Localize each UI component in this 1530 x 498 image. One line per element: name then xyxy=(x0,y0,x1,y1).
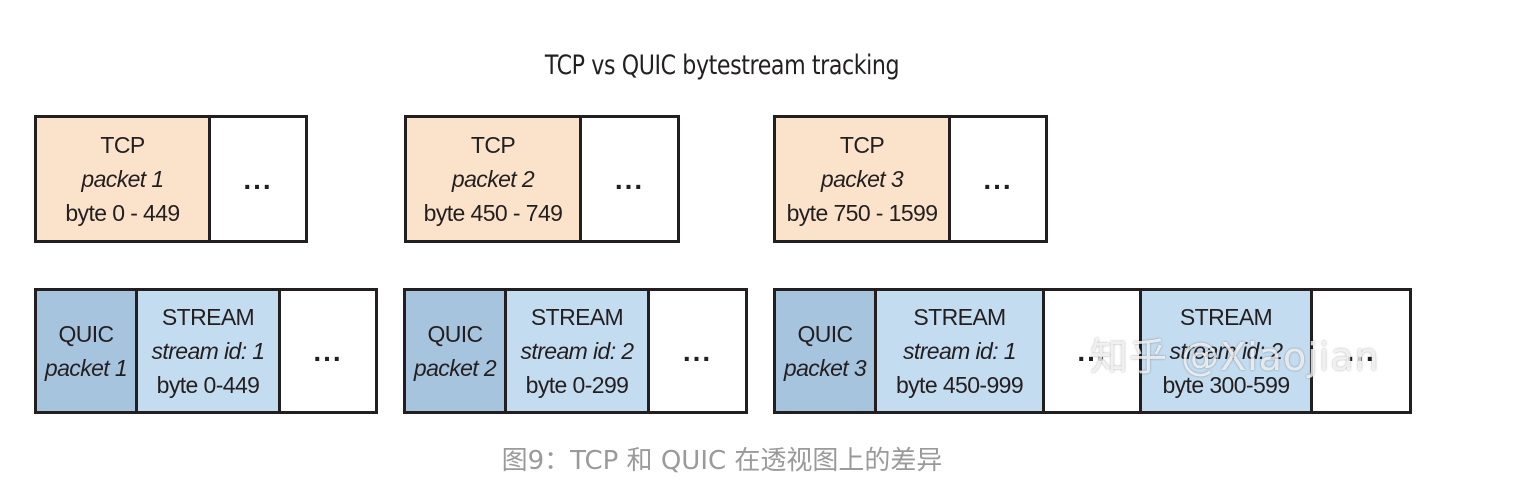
tcp-packet-1-bytes: byte 0 - 449 xyxy=(65,200,180,226)
stream-frame-label: STREAM xyxy=(1179,304,1273,330)
stream-frame-bytes: byte 0-449 xyxy=(156,372,260,398)
quic-packet-1-label: QUIC xyxy=(58,321,114,347)
tcp-packet-2-label: TCP xyxy=(470,132,516,158)
quic-packet-2-number: packet 2 xyxy=(413,355,497,381)
quic-packet-1-group: QUIC packet 1 STREAM stream id: 1 byte 0… xyxy=(34,288,378,414)
stream-frame-bytes: byte 300-599 xyxy=(1162,372,1290,398)
quic-packet-2-label: QUIC xyxy=(427,321,483,347)
tcp-packet-3-label: TCP xyxy=(839,132,885,158)
stream-frame-id: stream id: 2 xyxy=(520,338,635,364)
figure-caption: 图9：TCP 和 QUIC 在透视图上的差异 xyxy=(501,446,943,476)
stream-frame-bytes: byte 450-999 xyxy=(895,372,1024,398)
quic-packet-3-label: QUIC xyxy=(797,321,853,347)
tcp-packet-1-number: packet 1 xyxy=(81,166,164,192)
diagram-title: TCP vs QUIC bytestream tracking xyxy=(544,50,900,81)
tcp-packet-2-bytes: byte 450 - 749 xyxy=(423,200,563,226)
tcp-packet-3-number: packet 3 xyxy=(820,166,904,192)
stream-frame-id: stream id: 1 xyxy=(151,338,266,364)
tcp-packet-1-ellipsis: ... xyxy=(211,118,305,240)
stream-frame-label: STREAM xyxy=(530,304,624,330)
watermark: 知乎 @Xiaojian xyxy=(1090,335,1380,379)
quic-packet-2: QUIC packet 2 xyxy=(406,291,507,411)
stream-frame-id: stream id: 1 xyxy=(903,338,1017,364)
quic-packet-3-ellipsis-2: ... xyxy=(1313,291,1409,411)
quic-packet-1: QUIC packet 1 xyxy=(37,291,138,411)
stream-frame-bytes: byte 0-299 xyxy=(525,372,629,398)
quic-packet-2-stream-frame: STREAM stream id: 2 byte 0-299 xyxy=(507,291,650,411)
tcp-packet-3-ellipsis: ... xyxy=(951,118,1045,240)
stream-frame-label: STREAM xyxy=(913,304,1006,330)
quic-packet-2-group: QUIC packet 2 STREAM stream id: 2 byte 0… xyxy=(403,288,748,414)
tcp-packet-1: TCP packet 1 byte 0 - 449 xyxy=(37,118,211,240)
tcp-packet-2-number: packet 2 xyxy=(451,166,535,192)
quic-packet-3-ellipsis-1: ... xyxy=(1045,291,1142,411)
tcp-packet-1-group: TCP packet 1 byte 0 - 449 ... xyxy=(34,115,308,243)
quic-packet-3: QUIC packet 3 xyxy=(776,291,877,411)
tcp-packet-2-ellipsis: ... xyxy=(582,118,677,240)
quic-packet-3-number: packet 3 xyxy=(783,355,867,381)
quic-packet-1-number: packet 1 xyxy=(44,355,128,381)
quic-packet-3-stream-frame-2: STREAM stream id: 2 byte 300-599 xyxy=(1142,291,1313,411)
tcp-packet-3: TCP packet 3 byte 750 - 1599 xyxy=(776,118,951,240)
quic-packet-1-ellipsis: ... xyxy=(281,291,375,411)
stream-frame-label: STREAM xyxy=(161,304,255,330)
tcp-packet-2: TCP packet 2 byte 450 - 749 xyxy=(407,118,582,240)
tcp-packet-2-group: TCP packet 2 byte 450 - 749 ... xyxy=(404,115,680,243)
tcp-packet-3-bytes: byte 750 - 1599 xyxy=(786,200,938,226)
stream-frame-id: stream id: 2 xyxy=(1169,338,1284,364)
quic-packet-2-ellipsis: ... xyxy=(650,291,745,411)
tcp-packet-1-label: TCP xyxy=(100,132,145,158)
quic-packet-1-stream-frame: STREAM stream id: 1 byte 0-449 xyxy=(138,291,281,411)
tcp-packet-3-group: TCP packet 3 byte 750 - 1599 ... xyxy=(773,115,1048,243)
quic-packet-3-group: QUIC packet 3 STREAM stream id: 1 byte 4… xyxy=(773,288,1412,414)
quic-packet-3-stream-frame-1: STREAM stream id: 1 byte 450-999 xyxy=(877,291,1045,411)
